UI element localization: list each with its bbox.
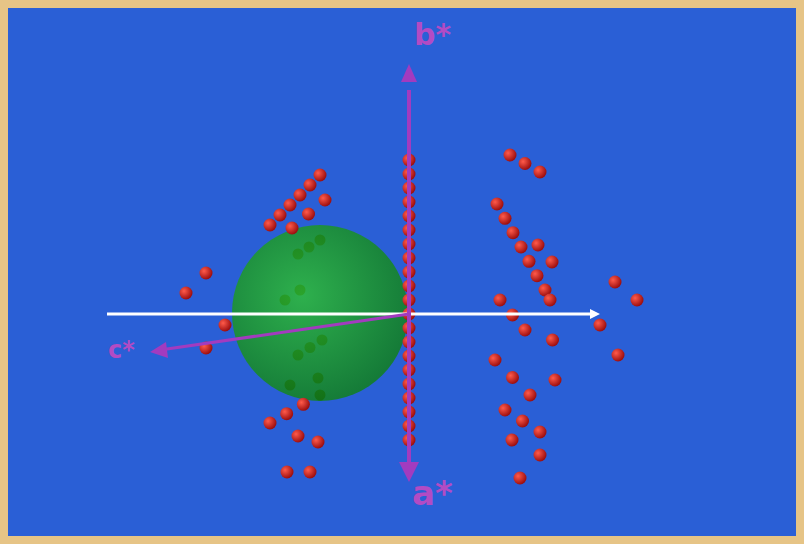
lattice-point xyxy=(297,398,310,411)
lattice-point xyxy=(544,294,557,307)
lattice-point xyxy=(515,241,528,254)
lattice-point xyxy=(319,194,332,207)
lattice-point xyxy=(294,189,307,202)
lattice-point xyxy=(534,426,547,439)
lattice-point xyxy=(612,349,625,362)
lattice-point xyxy=(280,407,293,420)
lattice-point xyxy=(546,334,559,347)
lattice-point xyxy=(281,466,294,479)
incident-beam-arrow xyxy=(107,313,592,316)
axis-label: a* xyxy=(412,476,453,510)
b-star-arrowhead xyxy=(401,64,417,82)
b-star-axis xyxy=(407,90,411,470)
lattice-point xyxy=(274,209,287,222)
lattice-point xyxy=(506,434,519,447)
lattice-point xyxy=(524,389,537,402)
axis-label: c* xyxy=(108,338,135,362)
lattice-point xyxy=(312,436,325,449)
lattice-point xyxy=(546,256,559,269)
lattice-point xyxy=(284,199,297,212)
lattice-point xyxy=(180,287,193,300)
lattice-point xyxy=(506,371,519,384)
axis-label: b* xyxy=(414,20,451,50)
c-star-arrowhead xyxy=(150,342,168,358)
lattice-point xyxy=(531,269,544,282)
lattice-point xyxy=(519,157,532,170)
lattice-point xyxy=(286,222,299,235)
lattice-point xyxy=(631,294,644,307)
lattice-point xyxy=(491,198,504,211)
lattice-point xyxy=(264,219,277,232)
reciprocal-lattice-points xyxy=(180,149,644,485)
lattice-point xyxy=(264,417,277,430)
lattice-point xyxy=(507,226,520,239)
lattice-point xyxy=(516,415,529,428)
lattice-point xyxy=(534,449,547,462)
lattice-point xyxy=(594,319,607,332)
lattice-point xyxy=(504,149,517,162)
lattice-point xyxy=(532,239,545,252)
lattice-point xyxy=(304,466,317,479)
lattice-point xyxy=(292,430,305,443)
lattice-point xyxy=(314,169,327,182)
lattice-point xyxy=(302,208,315,221)
lattice-point xyxy=(549,374,562,387)
lattice-point xyxy=(523,255,536,268)
lattice-point xyxy=(499,212,512,225)
lattice-point xyxy=(304,179,317,192)
lattice-point xyxy=(519,324,532,337)
c-star-axis xyxy=(160,314,409,350)
background-panel xyxy=(8,8,796,536)
lattice-point xyxy=(494,294,507,307)
lattice-point xyxy=(200,267,213,280)
lattice-point xyxy=(514,472,527,485)
lattice-point xyxy=(489,354,502,367)
lattice-point xyxy=(499,404,512,417)
lattice-point xyxy=(534,166,547,179)
lattice-point xyxy=(609,276,622,289)
lattice-point xyxy=(219,319,232,332)
